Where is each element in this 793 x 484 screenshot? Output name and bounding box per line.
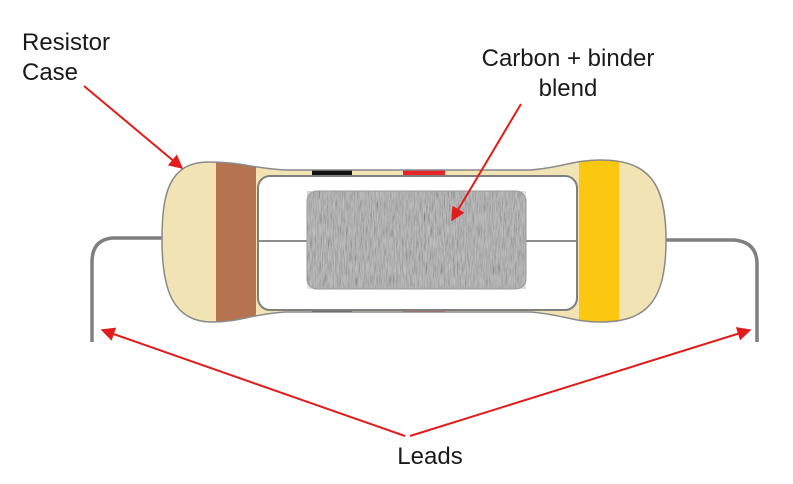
leads-label: Leads <box>397 443 463 470</box>
arrow-to-carbon <box>451 103 522 222</box>
left-lead-wire <box>90 236 168 342</box>
arrow-to-right-lead <box>409 327 752 437</box>
carbon-binder-label: Carbon + binder blend <box>448 44 688 104</box>
carbon-core <box>307 191 526 289</box>
right-lead-wire <box>662 238 759 342</box>
carbon-binder-label-line2: blend <box>538 75 598 102</box>
resistor-case-label-line1: Resistor <box>22 29 111 56</box>
band-gold <box>579 160 619 322</box>
band-brown <box>216 160 256 322</box>
carbon-binder-label-line1: Carbon + binder <box>481 45 655 72</box>
resistor-case-label-line2: Case <box>22 59 79 86</box>
arrow-to-case <box>83 85 184 169</box>
resistor-case-label: Resistor Case <box>22 28 110 88</box>
arrow-to-left-lead <box>100 327 406 437</box>
